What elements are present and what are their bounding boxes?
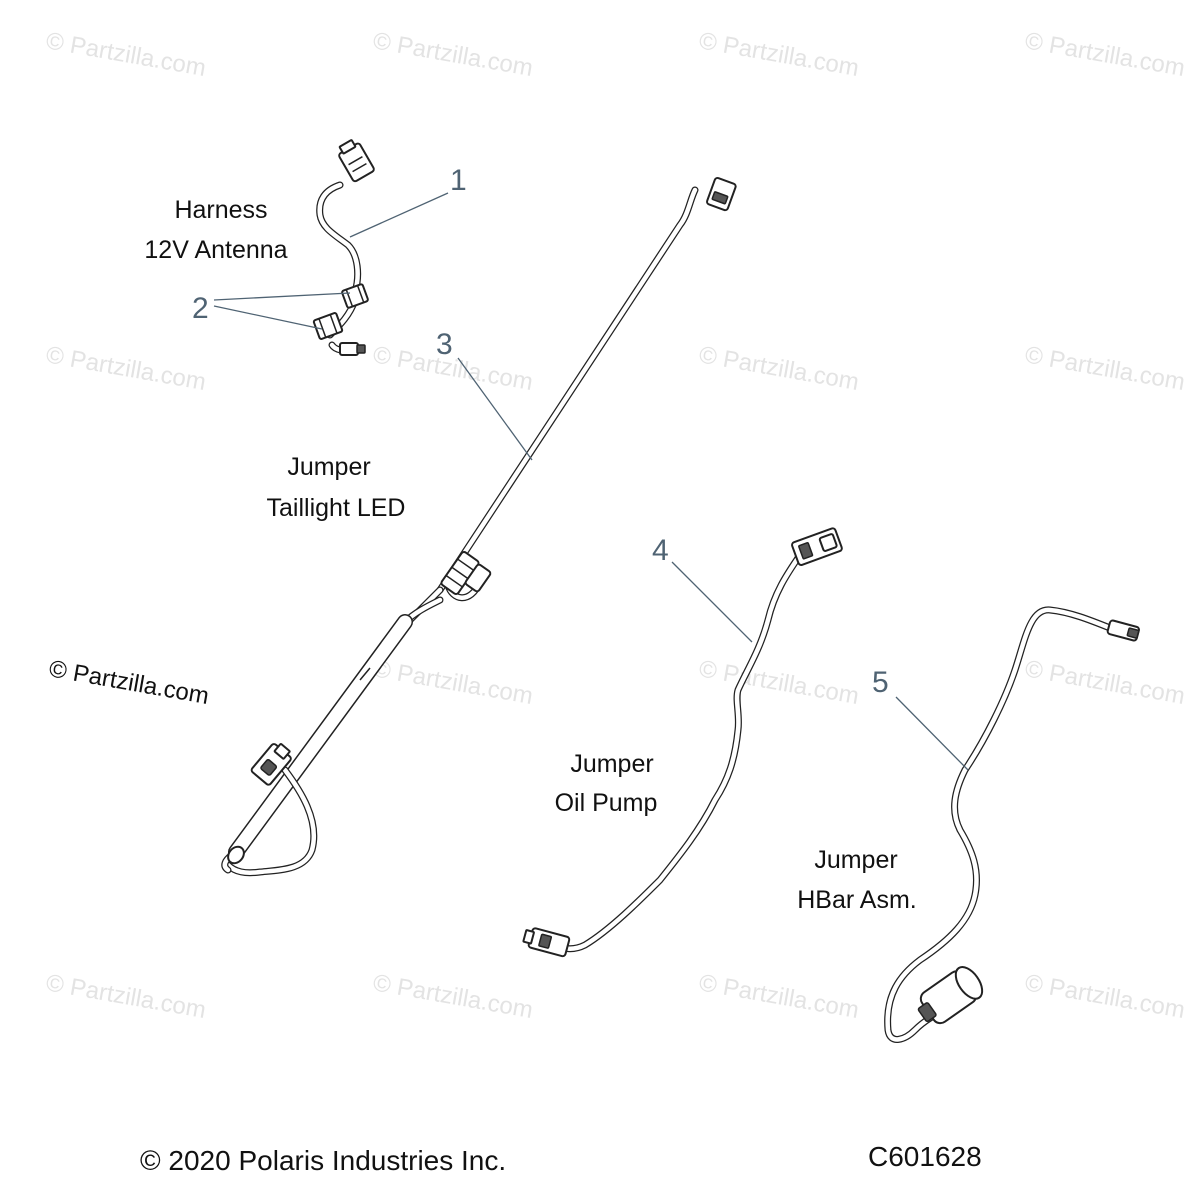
watermark: © Partzilla.com <box>371 655 535 710</box>
watermark: © Partzilla.com <box>371 341 535 396</box>
callout-3: 3 <box>436 328 453 361</box>
label-taillight-line1: Jumper <box>287 453 370 481</box>
antenna-connector-icon <box>338 139 375 183</box>
taillight-side-connector-icon <box>464 563 492 593</box>
leader-lines <box>213 192 969 771</box>
watermark: © Partzilla.com <box>697 969 861 1024</box>
watermark-layer: © Partzilla.com © Partzilla.com © Partzi… <box>44 27 1187 1024</box>
diagram-code: C601628 <box>868 1141 982 1172</box>
leader-line-2a <box>213 292 351 301</box>
partzilla-credit: © Partzilla.com <box>47 655 211 710</box>
taillight-cap-icon <box>227 845 245 865</box>
label-harness-line2: 12V Antenna <box>144 236 287 264</box>
watermark: © Partzilla.com <box>697 27 861 82</box>
taillight-end-connector-icon <box>706 176 737 212</box>
callout-1: 1 <box>450 164 467 197</box>
watermark: © Partzilla.com <box>1023 969 1187 1024</box>
hbar-end-connector-icon <box>1106 619 1140 642</box>
callout-2: 2 <box>192 292 209 325</box>
taillight-lower-connector-icon <box>250 743 292 786</box>
oil-pump-bottom-connector-icon <box>522 927 571 958</box>
callout-5: 5 <box>872 666 889 699</box>
harness-12v-antenna-drawing <box>312 139 375 356</box>
label-oil-pump-line2: Oil Pump <box>555 789 658 817</box>
watermark: © Partzilla.com <box>371 969 535 1024</box>
watermark: © Partzilla.com <box>44 341 208 396</box>
watermark: © Partzilla.com <box>44 27 208 82</box>
leader-line-1 <box>349 192 449 238</box>
label-oil-pump-line1: Jumper <box>570 750 653 778</box>
watermark: © Partzilla.com <box>44 969 208 1024</box>
terminal-icon <box>339 342 366 356</box>
clip-icon <box>341 283 369 309</box>
watermark: © Partzilla.com <box>1023 655 1187 710</box>
oil-pump-top-connector-icon <box>791 527 843 566</box>
jumper-oil-pump-drawing <box>522 527 843 958</box>
watermark: © Partzilla.com <box>1023 27 1187 82</box>
label-taillight-line2: Taillight LED <box>267 494 406 522</box>
label-hbar-line1: Jumper <box>814 846 897 874</box>
label-harness-line1: Harness <box>174 196 267 224</box>
hbar-switch-icon <box>917 966 984 1025</box>
jumper-hbar-asm-drawing <box>884 606 1140 1043</box>
leader-line-2b <box>213 305 323 330</box>
callout-4: 4 <box>652 534 669 567</box>
leader-line-3 <box>457 357 533 461</box>
leader-line-5 <box>895 696 969 771</box>
copyright-text: © 2020 Polaris Industries Inc. <box>140 1145 506 1176</box>
watermark: © Partzilla.com <box>371 27 535 82</box>
clip-icon <box>312 312 344 340</box>
label-hbar-line2: HBar Asm. <box>797 886 916 914</box>
watermark: © Partzilla.com <box>1023 341 1187 396</box>
leader-line-4 <box>671 561 753 643</box>
jumper-taillight-led-drawing <box>221 176 737 877</box>
watermark: © Partzilla.com <box>697 655 861 710</box>
watermark: © Partzilla.com <box>697 341 861 396</box>
